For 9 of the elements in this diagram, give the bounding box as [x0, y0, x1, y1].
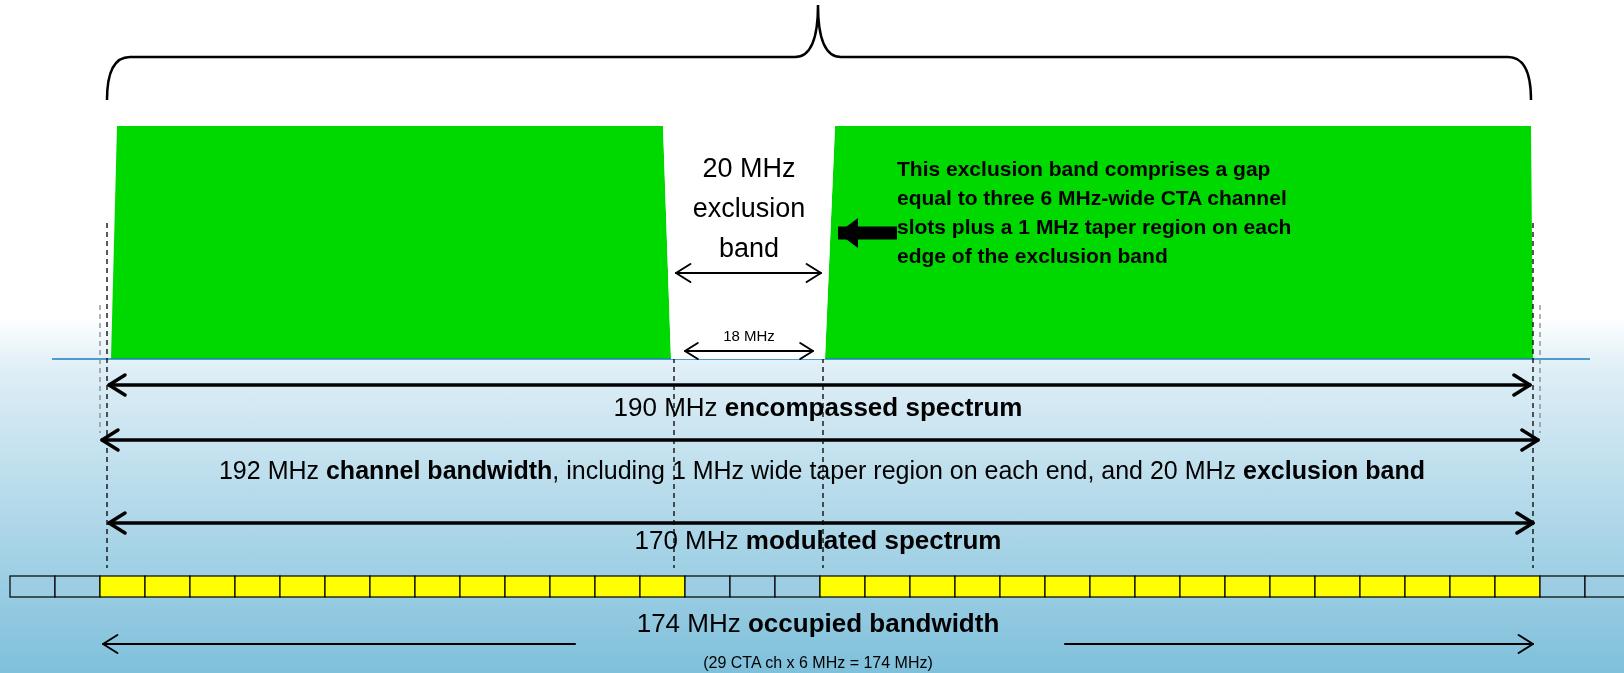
- dimension-label: 174 MHz occupied bandwidth: [636, 610, 1000, 636]
- note-text: (29 CTA ch x 6 MHz = 174 MHz): [703, 655, 933, 671]
- band-label: 20 MHz exclusion band: [691, 152, 807, 265]
- dimension-label: 192 MHz channel bandwidth, including 1 MHz wide taper region on each end, and 20 MHz exclusion band: [218, 458, 1426, 483]
- dimension-label: 18 MHz: [723, 328, 775, 343]
- arrow: [838, 218, 897, 248]
- dimension-label: 190 MHz encompassed spectrum: [613, 394, 1023, 420]
- dimension-label: 170 MHz modulated spectrum: [634, 527, 1002, 553]
- exclusion-band-gap: [663, 126, 835, 359]
